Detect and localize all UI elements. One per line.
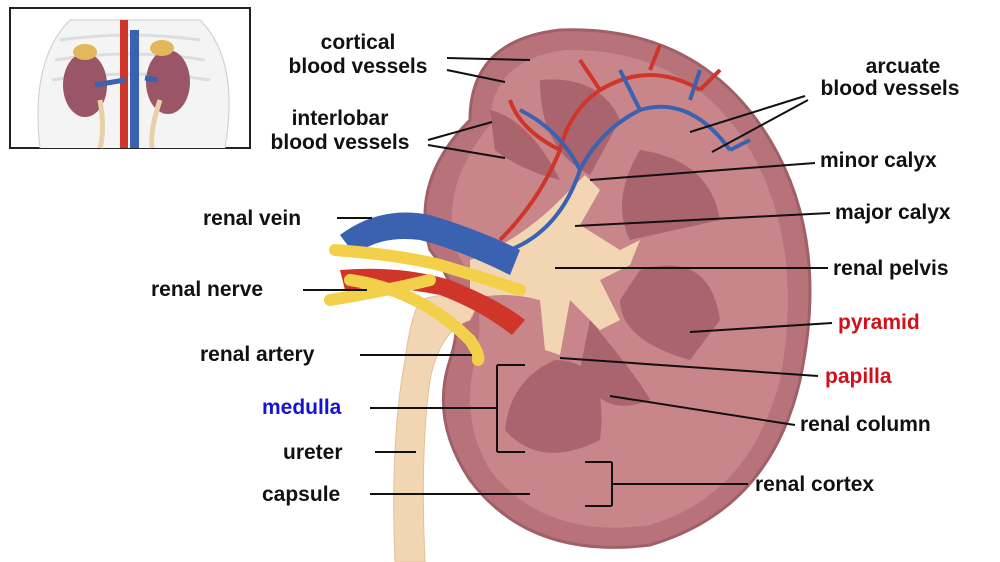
pyramid bbox=[622, 150, 720, 240]
inset-left-kidney bbox=[63, 53, 107, 117]
ureter-shape bbox=[393, 294, 481, 562]
label-ureter: ureter bbox=[283, 441, 343, 464]
label-interlobar-blood-vessels-2: blood vessels bbox=[271, 131, 410, 154]
arterial-vessels bbox=[498, 44, 722, 242]
pyramid bbox=[505, 360, 602, 453]
label-cortical-blood-vessels-2: blood vessels bbox=[289, 55, 428, 78]
label-pyramid: pyramid bbox=[838, 311, 920, 334]
pyramids bbox=[490, 79, 720, 453]
label-medulla: medulla bbox=[262, 396, 342, 419]
pyramid bbox=[620, 265, 720, 360]
renal-nerve-shape bbox=[324, 244, 526, 366]
renal-pelvis-shape bbox=[470, 175, 640, 355]
label-capsule: capsule bbox=[262, 483, 340, 506]
label-papilla: papilla bbox=[825, 365, 892, 388]
renal-vein-shape bbox=[340, 212, 520, 275]
leader-lines bbox=[303, 57, 833, 507]
label-renal-vein: renal vein bbox=[203, 207, 301, 230]
label-arcuate-blood-vessels-2: blood vessels bbox=[821, 77, 960, 100]
pyramid bbox=[540, 79, 620, 175]
label-renal-nerve: renal nerve bbox=[151, 278, 263, 301]
pyramid bbox=[490, 110, 560, 180]
label-minor-calyx: minor calyx bbox=[820, 149, 937, 172]
label-arcuate-blood-vessels-1: arcuate bbox=[866, 55, 941, 78]
label-interlobar-blood-vessels-1: interlobar bbox=[292, 107, 389, 130]
inset-right-kidney bbox=[146, 50, 190, 114]
label-major-calyx: major calyx bbox=[835, 201, 951, 224]
label-cortical-blood-vessels-1: cortical bbox=[321, 31, 396, 54]
label-renal-artery: renal artery bbox=[200, 343, 315, 366]
kidney-cross-section bbox=[324, 28, 812, 562]
label-renal-pelvis: renal pelvis bbox=[833, 257, 949, 280]
label-renal-cortex: renal cortex bbox=[755, 473, 874, 496]
pyramid bbox=[580, 320, 650, 406]
venous-vessels bbox=[509, 69, 751, 252]
label-renal-column: renal column bbox=[800, 413, 931, 436]
body-inset bbox=[9, 7, 251, 149]
